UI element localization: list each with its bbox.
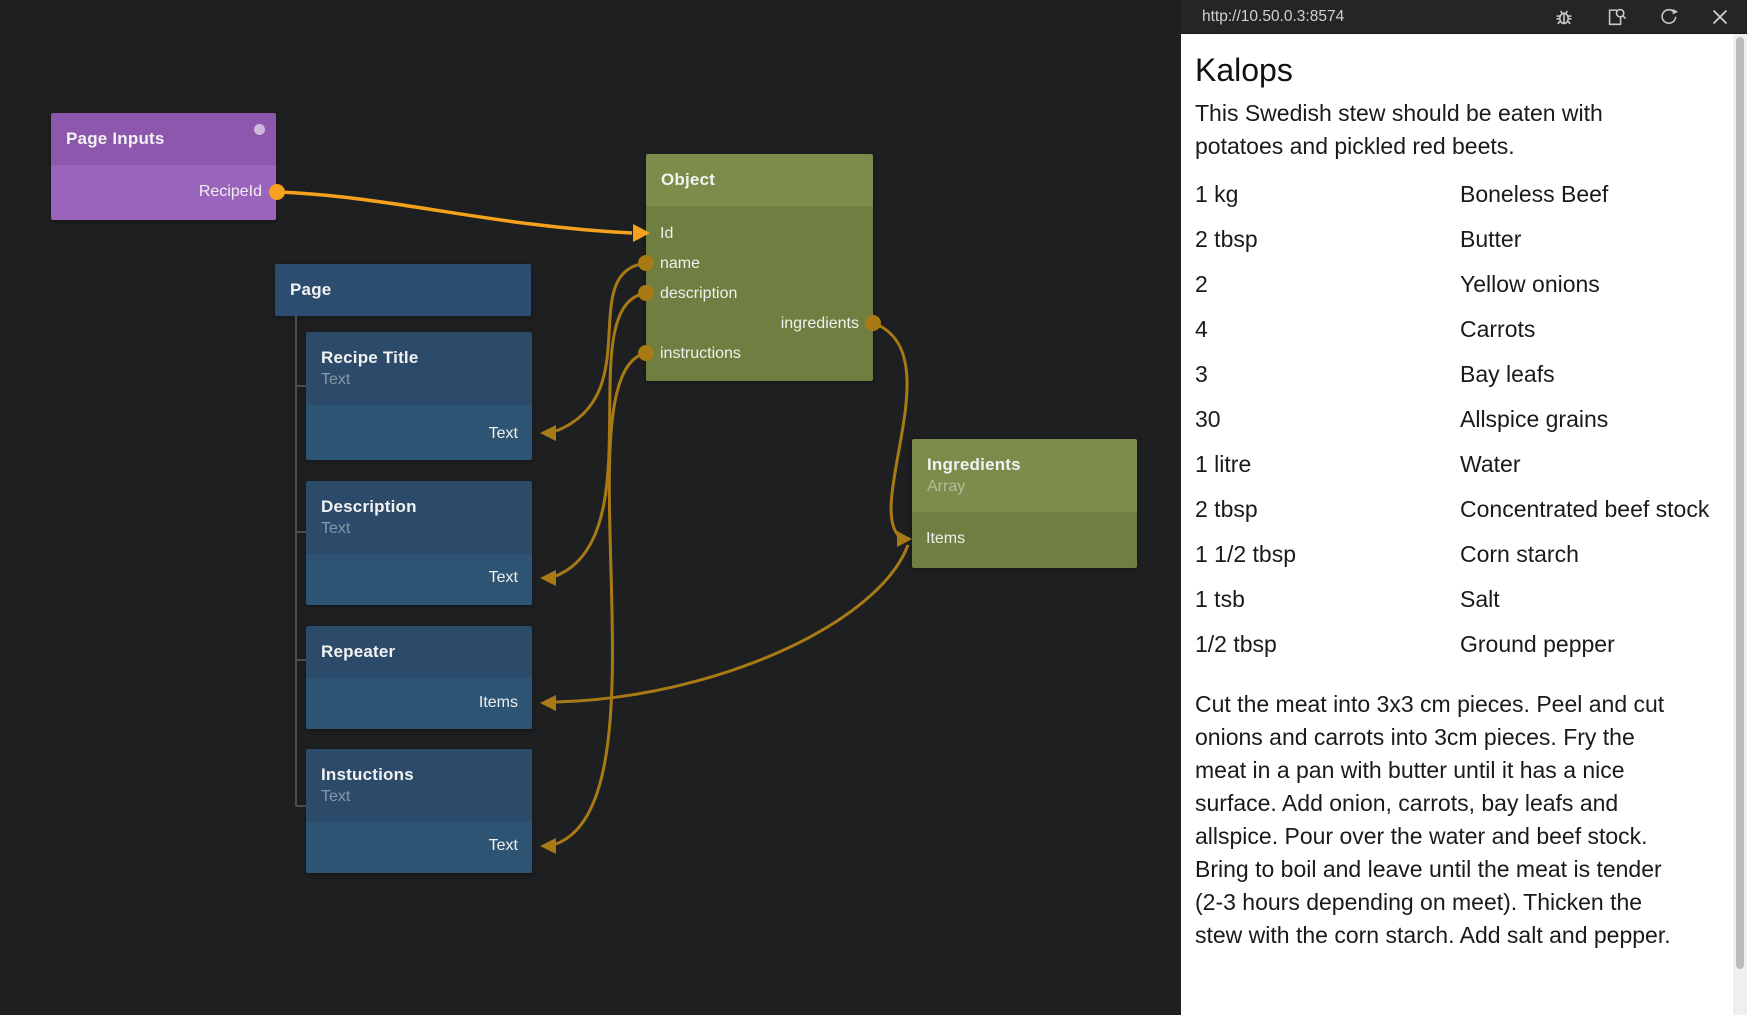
- node-repeater[interactable]: Repeater Items: [306, 626, 532, 729]
- recipe-instructions: Cut the meat into 3x3 cm pieces. Peel an…: [1195, 691, 1671, 948]
- ingredient-amount: 30: [1195, 405, 1221, 432]
- ingredient-amount: 3: [1195, 360, 1208, 387]
- node-title: Instuctions: [321, 765, 414, 784]
- node-title: Description: [321, 497, 417, 516]
- node-title: Repeater: [321, 642, 396, 661]
- close-icon[interactable]: [1709, 6, 1731, 28]
- port-items[interactable]: Items: [478, 694, 518, 711]
- arrowhead: [540, 695, 556, 711]
- ingredient-amount: 2: [1195, 270, 1208, 297]
- port-text[interactable]: Text: [488, 837, 518, 854]
- ingredient-amount: 2 tbsp: [1195, 225, 1258, 252]
- port-text[interactable]: Text: [488, 569, 518, 586]
- arrowhead: [540, 570, 556, 586]
- arrowhead: [540, 425, 556, 441]
- node-title: Page Inputs: [66, 129, 165, 148]
- node-subtitle: Text: [321, 788, 351, 805]
- ingredient-name: Butter: [1460, 225, 1522, 252]
- port-name[interactable]: name: [660, 255, 701, 272]
- node-ingredients[interactable]: Ingredients Array Items: [912, 439, 1137, 568]
- wire-instructions-to-instuctions: [555, 351, 647, 846]
- ingredient-amount: 1 kg: [1195, 180, 1239, 207]
- debug-icon[interactable]: [1553, 6, 1575, 28]
- ingredient-name: Corn starch: [1460, 540, 1579, 567]
- wire-ingredients-to-array: [872, 321, 909, 536]
- ingredients-list: 1 kg Boneless Beef 2 tbsp Butter 2 Yello…: [1195, 171, 1717, 666]
- port-recipeid[interactable]: RecipeId: [198, 183, 262, 200]
- tree-line: [295, 316, 306, 807]
- ingredient-name: Ground pepper: [1460, 630, 1615, 657]
- ingredient-amount: 2 tbsp: [1195, 495, 1258, 522]
- ingredient-amount: 1 tsb: [1195, 585, 1245, 612]
- node-subtitle: Array: [927, 478, 966, 495]
- port-instructions[interactable]: instructions: [660, 345, 741, 362]
- node-instuctions[interactable]: Instuctions Text Text: [306, 749, 532, 873]
- node-badge-dot: [254, 124, 265, 135]
- preview-topbar: http://10.50.0.3:8574: [1181, 0, 1747, 34]
- refresh-icon[interactable]: [1657, 6, 1679, 28]
- arrowhead: [540, 838, 556, 854]
- ingredient-name: Bay leafs: [1460, 360, 1555, 387]
- ingredient-amount: 1 litre: [1195, 450, 1252, 477]
- wire-description-to-description: [555, 291, 647, 578]
- node-title: Ingredients: [927, 455, 1021, 474]
- wire-name-to-recipetitle: [555, 261, 647, 433]
- port-id[interactable]: Id: [660, 225, 674, 242]
- url-field[interactable]: http://10.50.0.3:8574: [1202, 7, 1345, 25]
- ingredient-amount: 4: [1195, 315, 1208, 342]
- port-ingredients[interactable]: ingredients: [780, 315, 859, 332]
- node-page-inputs[interactable]: Page Inputs RecipeId: [51, 113, 276, 220]
- port-description[interactable]: description: [660, 285, 738, 302]
- open-preview-icon[interactable]: [1605, 6, 1627, 28]
- node-canvas[interactable]: Page Inputs RecipeId Page Recipe Title T…: [0, 0, 1181, 1015]
- ingredient-name: Salt: [1460, 585, 1500, 612]
- arrowhead: [897, 531, 912, 547]
- node-title: Page: [290, 280, 332, 299]
- port-text[interactable]: Text: [488, 425, 518, 442]
- ingredient-name: Concentrated beef stock: [1460, 495, 1710, 522]
- ingredient-name: Carrots: [1460, 315, 1536, 342]
- node-page[interactable]: Page: [275, 264, 531, 316]
- recipe-description: This Swedish stew should be eaten with p…: [1195, 100, 1603, 159]
- node-description[interactable]: Description Text Text: [306, 481, 532, 605]
- node-subtitle: Text: [321, 520, 351, 537]
- node-title: Recipe Title: [321, 348, 419, 367]
- ingredient-amount: 1/2 tbsp: [1195, 630, 1277, 657]
- port-items[interactable]: Items: [926, 530, 966, 547]
- preview-content: Kalops This Swedish stew should be eaten…: [1181, 34, 1747, 1015]
- wire-array-to-repeater: [555, 544, 910, 704]
- recipe-title: Kalops: [1195, 52, 1293, 88]
- ingredient-name: Water: [1460, 450, 1521, 477]
- node-recipe-title[interactable]: Recipe Title Text Text: [306, 332, 532, 460]
- scrollbar[interactable]: [1733, 34, 1747, 1015]
- ingredient-name: Allspice grains: [1460, 405, 1609, 432]
- ingredient-amount: 1 1/2 tbsp: [1195, 540, 1297, 567]
- ingredient-name: Boneless Beef: [1460, 180, 1609, 207]
- node-subtitle: Text: [321, 371, 351, 388]
- scrollbar-thumb[interactable]: [1736, 37, 1744, 969]
- node-object[interactable]: Object Id name description ingredients i…: [646, 154, 873, 381]
- wire-recipeid-to-id-selected: [276, 190, 633, 235]
- ingredient-name: Yellow onions: [1460, 270, 1600, 297]
- preview-panel: http://10.50.0.3:8574: [1181, 0, 1747, 1015]
- node-title: Object: [661, 170, 716, 189]
